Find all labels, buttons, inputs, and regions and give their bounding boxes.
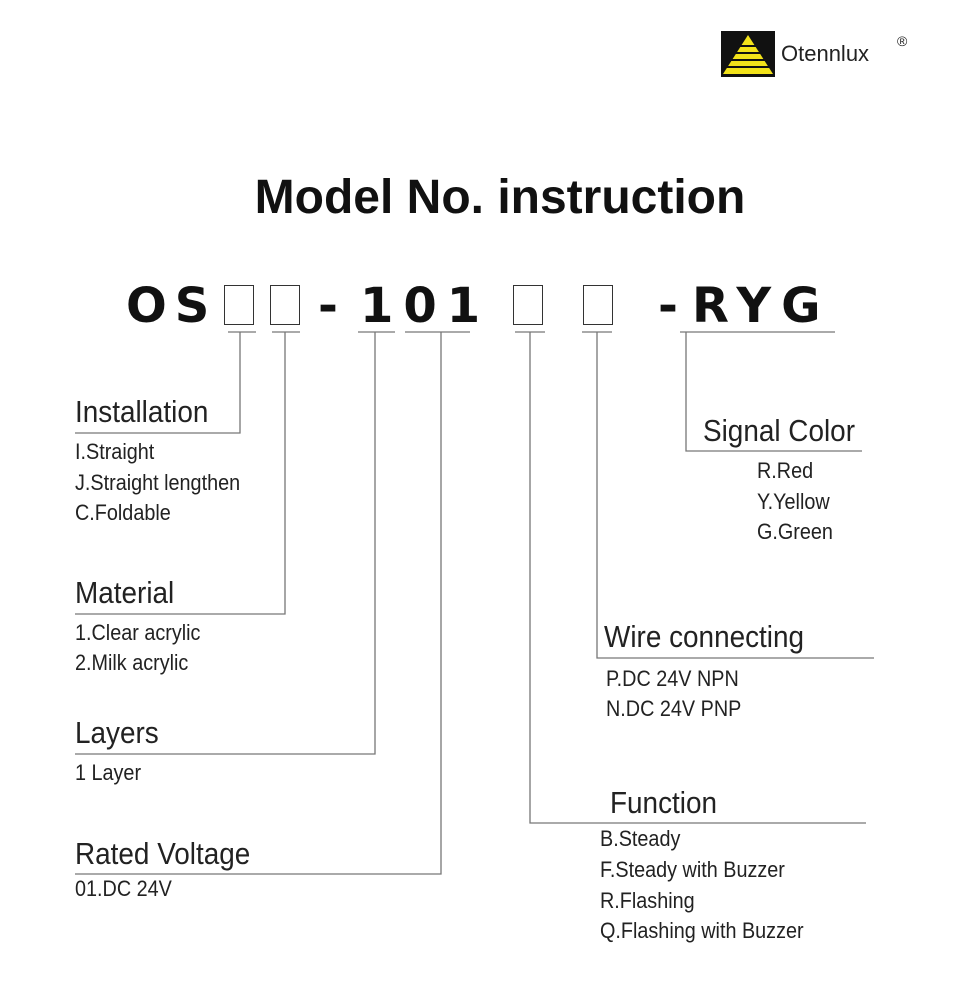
model-suffix: RYG (692, 278, 831, 334)
page-title: Model No. instruction (254, 171, 746, 224)
installation-heading: Installation (75, 394, 209, 429)
function-heading: Function (610, 785, 718, 820)
model-dash-1: - (318, 278, 338, 334)
model-prefix: OS (126, 278, 218, 334)
logo-triangle-icon (721, 31, 775, 77)
rated-voltage-option: 01.DC 24V (75, 876, 172, 901)
signal-color-heading: Signal Color (703, 413, 855, 448)
installation-option: J.Straight lengthen (75, 470, 241, 495)
function-option: F.Steady with Buzzer (600, 857, 785, 882)
function-placeholder-box (513, 285, 543, 325)
wire-placeholder-box (583, 285, 613, 325)
signal-color-option: G.Green (757, 519, 833, 544)
function-option: R.Flashing (600, 888, 695, 913)
material-placeholder-box (270, 285, 300, 325)
rated-voltage-heading: Rated Voltage (75, 836, 251, 871)
function-option: Q.Flashing with Buzzer (600, 918, 804, 943)
wire-connecting-heading: Wire connecting (604, 619, 805, 654)
wire-connecting-option: P.DC 24V NPN (606, 666, 739, 691)
brand-name: Otennlux (781, 41, 870, 66)
material-option: 2.Milk acrylic (75, 650, 189, 675)
model-dash-2: - (658, 278, 678, 334)
registered-mark: ® (897, 33, 908, 49)
layers-heading: Layers (75, 715, 159, 750)
function-option: B.Steady (600, 826, 681, 851)
signal-color-option: Y.Yellow (757, 489, 830, 514)
signal-color-option: R.Red (757, 458, 814, 483)
installation-option: C.Foldable (75, 500, 171, 525)
installation-placeholder-box (224, 285, 254, 325)
model-series: 101 (360, 278, 491, 334)
installation-option: I.Straight (75, 439, 155, 464)
layers-option: 1 Layer (75, 760, 142, 785)
wire-connecting-option: N.DC 24V PNP (606, 696, 742, 721)
material-heading: Material (75, 575, 175, 610)
material-option: 1.Clear acrylic (75, 620, 201, 645)
